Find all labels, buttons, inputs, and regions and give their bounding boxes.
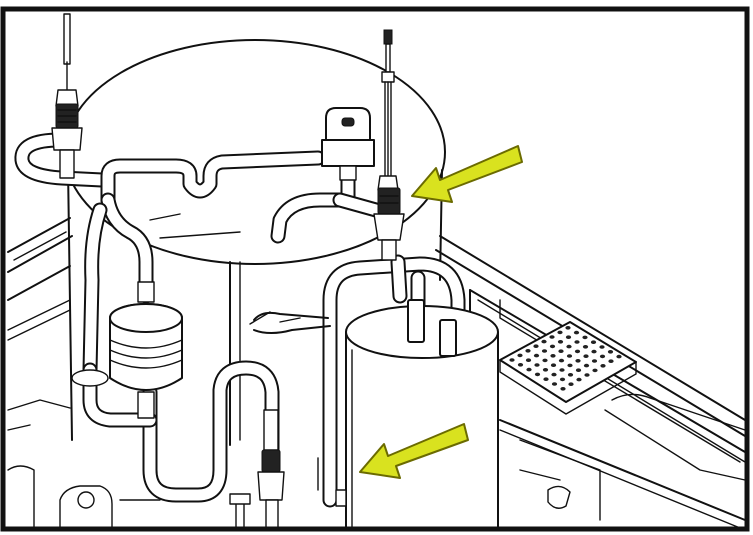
- grille-hole: [583, 363, 590, 368]
- grille-hole: [584, 373, 590, 377]
- pressure-switch: [321, 107, 375, 181]
- grille-hole: [582, 345, 589, 349]
- grille-hole: [567, 373, 574, 377]
- lower-arrow: [359, 423, 469, 479]
- grille-hole: [599, 354, 606, 359]
- base-frame: [7, 217, 746, 531]
- grille-hole: [542, 368, 549, 372]
- grille-hole: [608, 359, 614, 364]
- service-valve-bottom: [229, 409, 285, 529]
- grille-hole: [557, 330, 563, 335]
- grille-hole: [591, 349, 597, 354]
- grille-hole: [534, 372, 541, 377]
- grille-holes: [509, 326, 622, 391]
- grille-hole: [551, 372, 557, 377]
- grille-hole: [568, 382, 574, 387]
- grille-hole: [558, 358, 565, 363]
- grille-hole: [543, 377, 549, 382]
- grille-hole: [551, 382, 558, 386]
- cable-tie: [249, 311, 331, 334]
- grille-hole: [616, 354, 622, 359]
- grille-hole: [509, 358, 515, 362]
- grille-hole: [517, 363, 524, 367]
- grille-hole: [566, 344, 572, 349]
- grille-hole: [558, 349, 564, 354]
- grille-hole: [575, 368, 582, 373]
- ventilation-grille: [499, 321, 637, 415]
- grille-hole: [565, 335, 572, 340]
- grille-hole: [517, 353, 523, 358]
- grille-hole: [541, 349, 548, 353]
- grille-hole: [533, 344, 539, 349]
- grille-hole: [591, 359, 598, 363]
- grille-hole: [559, 368, 565, 372]
- outer-frame: [0, 6, 750, 532]
- grille-hole: [549, 335, 555, 339]
- service-valve-left: [51, 13, 83, 179]
- grille-hole: [559, 377, 566, 382]
- receiver-tank: [317, 299, 499, 529]
- grille-hole: [525, 358, 532, 363]
- grille-hole: [583, 354, 589, 359]
- grille-hole: [560, 387, 566, 391]
- grille-hole: [533, 353, 540, 358]
- grille-hole: [607, 350, 614, 354]
- grille-hole: [582, 335, 588, 340]
- grille-hole: [574, 340, 580, 344]
- grille-hole: [550, 363, 557, 368]
- grille-hole: [592, 368, 598, 373]
- grille-hole: [542, 358, 548, 363]
- grille-hole: [599, 345, 605, 349]
- grille-hole: [557, 340, 564, 344]
- grille-hole: [549, 344, 556, 349]
- grille-hole: [566, 354, 573, 358]
- grille-hole: [541, 339, 547, 344]
- grille-hole: [573, 330, 580, 335]
- grille-hole: [576, 377, 582, 382]
- grille-hole: [565, 326, 571, 330]
- service-valve-right: [373, 29, 405, 261]
- grille-hole: [590, 340, 597, 345]
- grille-hole: [534, 363, 540, 367]
- grille-hole: [574, 349, 581, 354]
- filter-drier: [71, 281, 183, 419]
- grille-hole: [526, 367, 532, 372]
- grille-hole: [550, 354, 556, 358]
- grille-hole: [575, 359, 581, 363]
- upper-arrow: [411, 145, 523, 203]
- grille-hole: [600, 364, 606, 368]
- grille-hole: [525, 349, 531, 353]
- grille-hole: [567, 363, 573, 368]
